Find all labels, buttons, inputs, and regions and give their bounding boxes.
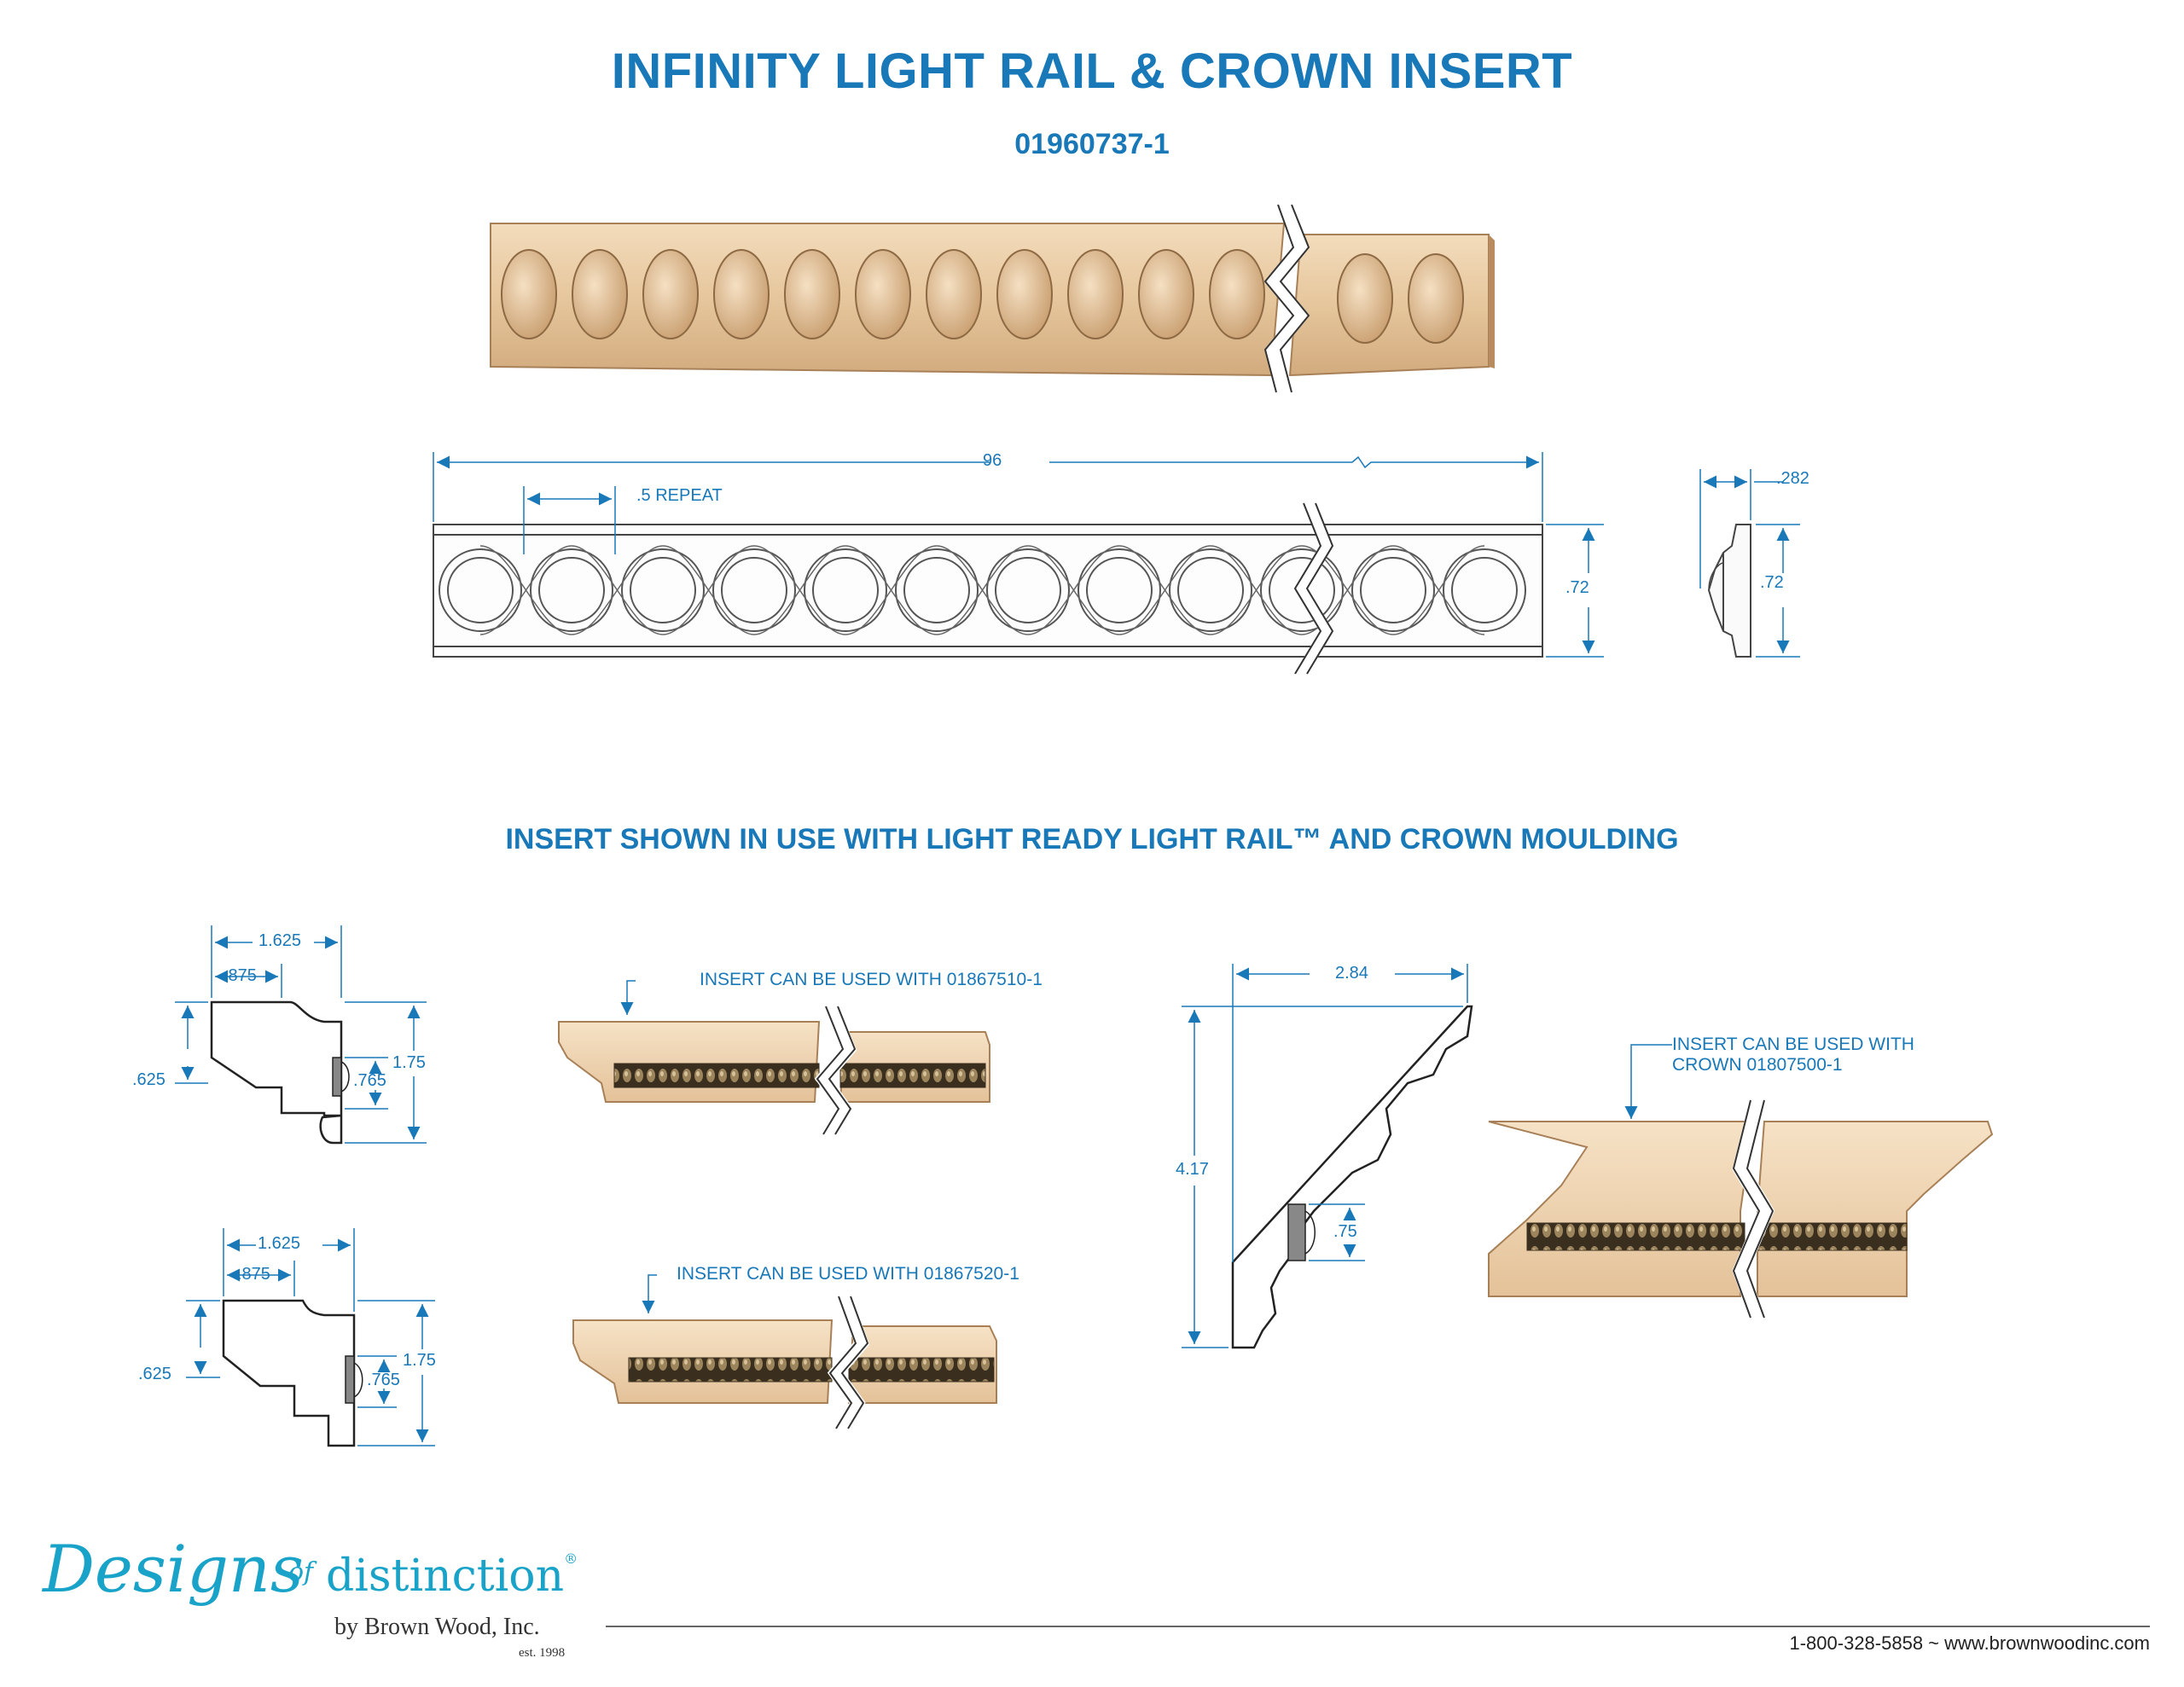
lr1-overall-height-label: 1.75 [392, 1053, 426, 1072]
part-number: 01960737-1 [1014, 128, 1170, 160]
lr2-width-label: 1.625 [258, 1234, 301, 1253]
lr2-offset-label: .875 [237, 1265, 270, 1284]
lr1-note: INSERT CAN BE USED WITH 01867510-1 [700, 970, 1043, 989]
crown-note-line-2: CROWN 01807500-1 [1672, 1055, 1843, 1075]
logo-script: Designs [43, 1531, 304, 1607]
insert-height-label: .72 [1565, 578, 1589, 597]
lr2-note: INSERT CAN BE USED WITH 01867520-1 [677, 1264, 1019, 1284]
logo-registered-mark: ® [564, 1551, 578, 1567]
profile-depth-label: .282 [1776, 469, 1809, 488]
crown-profile [1182, 964, 1473, 1349]
logo-of: of [288, 1557, 314, 1587]
footer-contact: 1-800-328-5858 ~ www.brownwoodinc.com [1789, 1632, 2150, 1654]
light-rail-render-2 [572, 1274, 997, 1433]
logo-established: est. 1998 [519, 1646, 566, 1660]
insert-line-drawing [433, 501, 1543, 677]
lr2-overall-height-label: 1.75 [403, 1351, 436, 1370]
profile-height-label: .72 [1760, 573, 1784, 592]
insert-repeat-label: .5 REPEAT [636, 486, 723, 505]
insert-profile [1699, 469, 1800, 658]
lr2-insert-height-label: .765 [367, 1371, 400, 1389]
light-rail-render-1 [558, 980, 990, 1139]
page-title: INFINITY LIGHT RAIL & CROWN INSERT [611, 43, 1573, 99]
lr1-insert-height-label: .765 [353, 1071, 386, 1090]
light-rail-profile-2 [186, 1228, 435, 1447]
lr1-width-label: 1.625 [258, 931, 302, 950]
crown-height-label: 4.17 [1176, 1160, 1209, 1179]
logo-company: by Brown Wood, Inc. [334, 1614, 540, 1640]
insert-render [490, 202, 1495, 395]
crown-note-line-1: INSERT CAN BE USED WITH [1672, 1035, 1914, 1054]
crown-insert-height-label: .75 [1333, 1222, 1357, 1241]
lr2-top-height-label: .625 [138, 1365, 171, 1383]
logo-distinction: distinction® [326, 1551, 578, 1602]
lr1-offset-label: .875 [224, 966, 257, 985]
logo-distinction-text: distinction [326, 1551, 565, 1602]
insert-dimensions [433, 452, 1604, 658]
crown-render [1488, 1044, 1994, 1321]
insert-length-label: 96 [983, 451, 1002, 470]
crown-projection-label: 2.84 [1335, 964, 1368, 983]
section-heading: INSERT SHOWN IN USE WITH LIGHT READY LIG… [505, 823, 1679, 855]
lr1-top-height-label: .625 [132, 1070, 166, 1089]
light-rail-profile-1 [175, 925, 427, 1145]
